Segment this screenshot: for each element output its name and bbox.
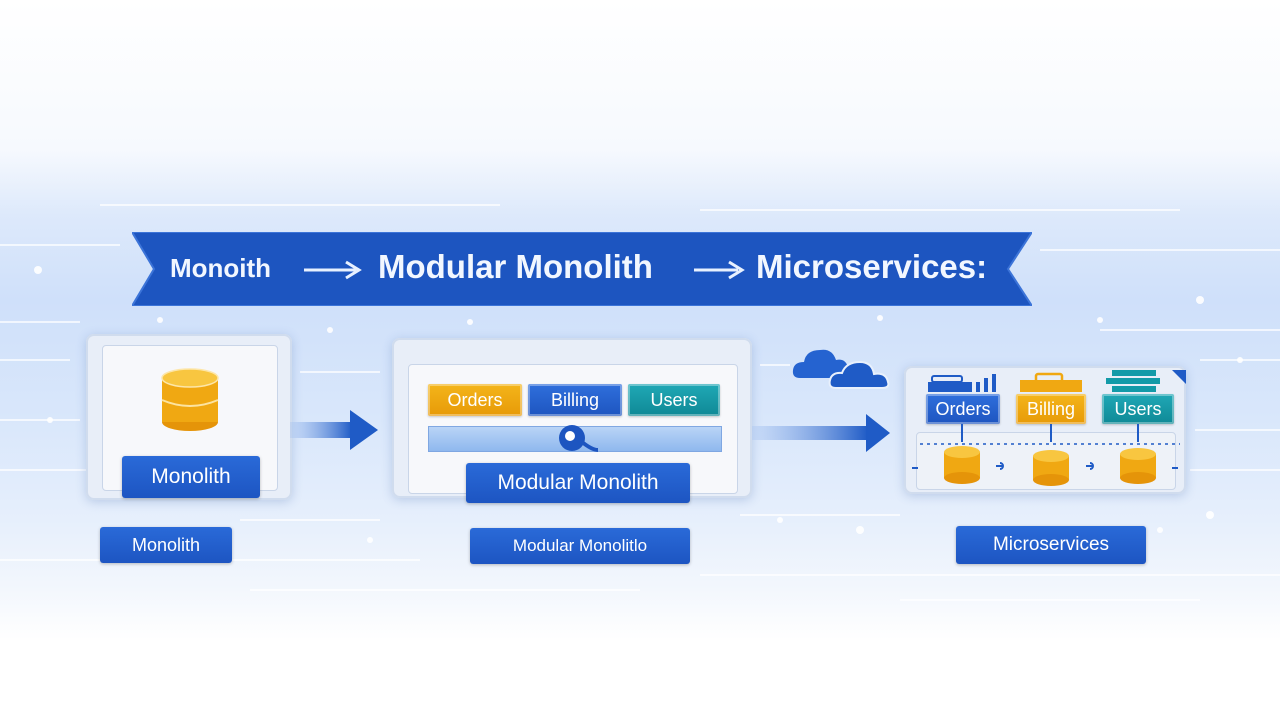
module-billing: Billing [528, 384, 622, 416]
module-users: Users [628, 384, 720, 416]
service-orders: Orders [926, 394, 1000, 424]
title-banner: Monoith Modular Monolith Microservices: [132, 232, 1032, 306]
arrow-right-icon [694, 260, 745, 280]
cloud-icon [792, 349, 890, 389]
database-icon [1033, 450, 1069, 486]
service-users: Users [1102, 394, 1174, 424]
database-icon [1120, 448, 1156, 484]
arrow-right-icon [752, 414, 890, 452]
service-icon [1106, 370, 1186, 392]
service-billing: Billing [1016, 394, 1086, 424]
service-databases [912, 424, 1180, 486]
connector-icon [559, 425, 598, 452]
arrow-right-icon [304, 260, 362, 280]
banner-step-monolith: Monoith [170, 253, 272, 283]
banner-step-microservices: Microservices: [756, 248, 988, 285]
modular-caption: Modular Monolitlo [470, 528, 690, 564]
module-orders: Orders [428, 384, 522, 416]
monolith-caption: Monolith [100, 527, 232, 563]
monolith-inner-label: Monolith [122, 456, 260, 498]
arrow-right-icon [290, 410, 378, 450]
banner-step-modular: Modular Monolith [378, 248, 653, 285]
database-icon [944, 446, 980, 484]
database-icon [161, 368, 219, 431]
service-icon [928, 374, 996, 392]
service-icon [1020, 372, 1082, 392]
modular-inner-label: Modular Monolith [466, 463, 690, 503]
microservices-caption: Microservices [956, 526, 1146, 564]
